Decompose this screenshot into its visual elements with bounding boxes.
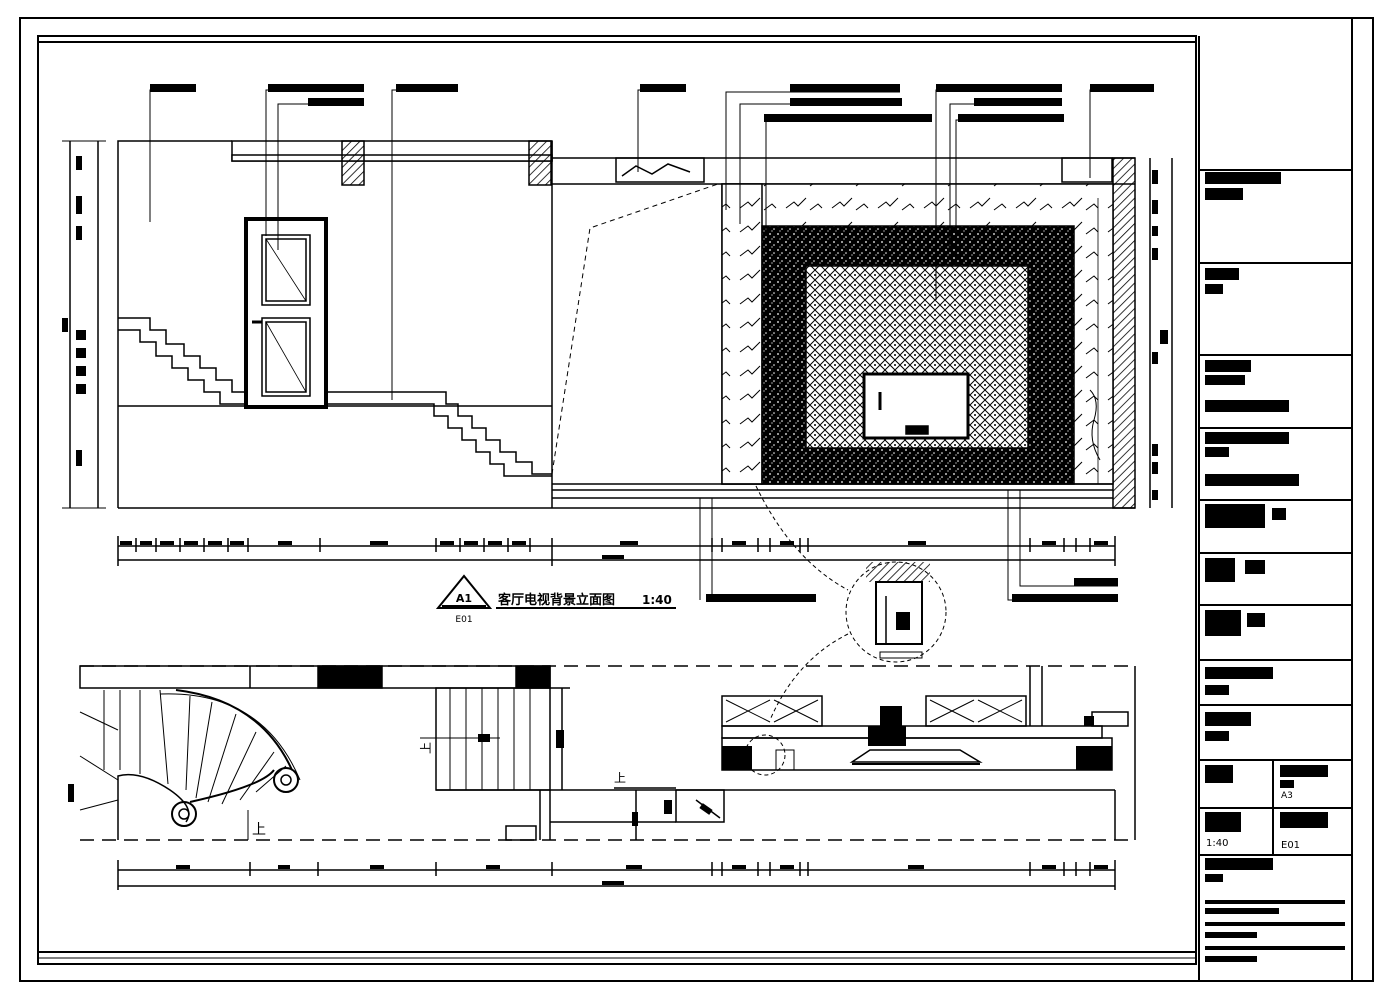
title-block: A3 1:40 E01 — [1198, 18, 1353, 981]
horizontal-dimension-lower — [117, 860, 1116, 890]
floor-plan-view — [68, 665, 1136, 841]
section-symbol-sheet: E01 — [455, 615, 472, 625]
horizontal-dimension-upper — [117, 536, 1116, 566]
tb-scale-value: 1:40 — [1206, 838, 1228, 849]
stair-up-label-right: 上 — [614, 771, 626, 785]
section-scale: 1:40 — [642, 593, 672, 607]
stair-up-label-left: 上 — [252, 822, 266, 838]
detail-callout — [744, 485, 947, 776]
vertical-dimension-right — [1149, 158, 1173, 508]
section-symbol-id: A1 — [456, 592, 472, 605]
tb-sheet-no: E01 — [1281, 840, 1300, 851]
stair-up-label-mid: 上 — [419, 742, 433, 754]
vertical-dimension-left — [62, 140, 106, 509]
sheet-border — [19, 17, 1374, 982]
elevation-view — [117, 89, 1154, 601]
elevation-callout-labels — [150, 84, 1154, 602]
section-title: 客厅电视背景立面图 — [498, 592, 615, 608]
section-symbol: A1 E01 — [435, 574, 493, 625]
tb-size-code: A3 — [1281, 791, 1293, 801]
